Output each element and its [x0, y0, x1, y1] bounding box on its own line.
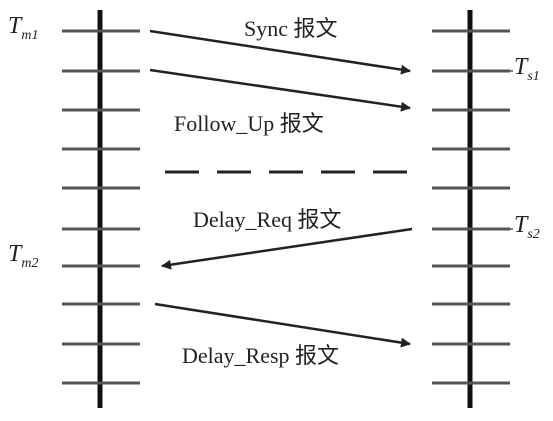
tm2-sub: m2 — [21, 256, 38, 271]
follow-up-message-label: Follow_Up 报文 — [174, 111, 324, 136]
ts2-label: Ts2 — [514, 212, 540, 242]
ts2-sub: s2 — [527, 227, 539, 242]
tm1-base: T — [8, 13, 23, 39]
delay-resp-message-label: Delay_Resp 报文 — [182, 343, 339, 368]
ts1-base: T — [514, 54, 529, 80]
tm1-label: Tm1 — [8, 13, 38, 43]
ts2-base: T — [514, 212, 529, 238]
delay-req-arrow — [161, 227, 413, 270]
ts1-label: Ts1 — [514, 54, 540, 84]
ts1-sub: s1 — [527, 69, 539, 84]
tm2-label: Tm2 — [8, 241, 38, 271]
tm1-sub: m1 — [21, 28, 38, 43]
sync-arrow — [149, 29, 411, 75]
delay-resp-arrow — [154, 302, 411, 348]
delay-req-message-label: Delay_Req 报文 — [193, 207, 341, 232]
tm2-base: T — [8, 241, 23, 267]
sync-message-label: Sync 报文 — [244, 16, 338, 41]
follow-up-arrow — [149, 68, 411, 112]
